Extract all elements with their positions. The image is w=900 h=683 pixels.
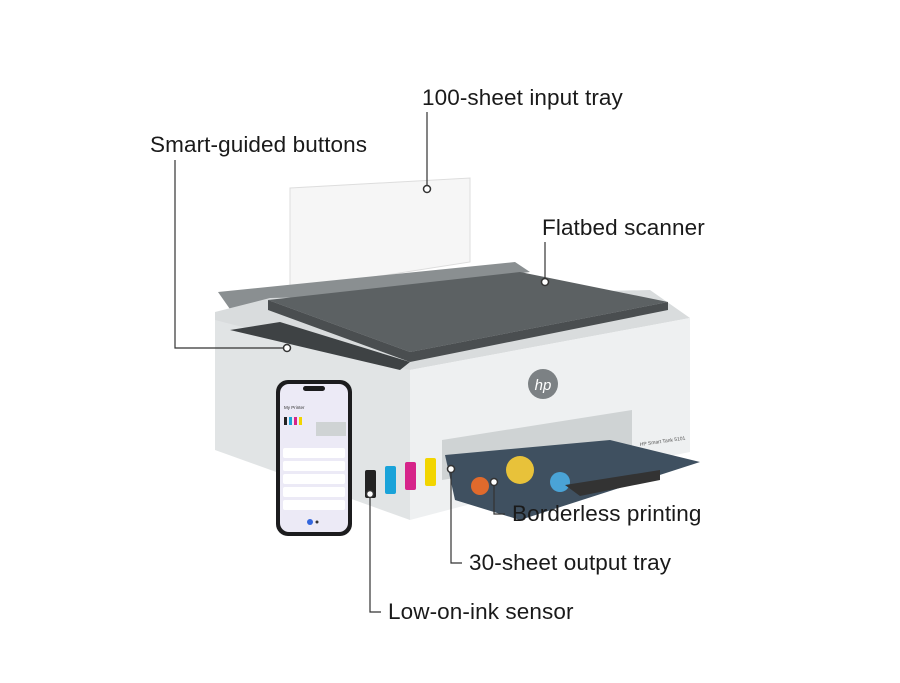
ink-tank-magenta bbox=[405, 462, 416, 490]
smartphone: My Printer bbox=[276, 380, 352, 536]
lid-edge bbox=[268, 300, 668, 362]
printed-sheet bbox=[445, 440, 700, 520]
scanner-lid bbox=[268, 272, 668, 352]
line-borderless bbox=[493, 485, 505, 515]
line-output-tray bbox=[450, 472, 462, 564]
hp-logo-circle bbox=[528, 369, 558, 399]
control-panel bbox=[230, 322, 410, 370]
dot-borderless bbox=[489, 477, 499, 487]
dot-ink-sensor bbox=[365, 489, 375, 499]
input-paper bbox=[289, 177, 471, 291]
callout-dots bbox=[282, 184, 550, 499]
output-tray bbox=[565, 470, 660, 496]
dot-scanner bbox=[540, 277, 550, 287]
line-ink-sensor bbox=[369, 497, 381, 613]
callout-borderless: Borderless printing bbox=[512, 501, 702, 526]
dot-output-tray bbox=[446, 464, 456, 474]
dot-input-tray bbox=[422, 184, 432, 194]
hp-logo: hp bbox=[535, 377, 552, 394]
callout-scanner: Flatbed scanner bbox=[542, 215, 705, 240]
callout-input-tray: 100-sheet input tray bbox=[422, 85, 623, 110]
dot-buttons bbox=[282, 343, 292, 353]
callout-output-tray: 30-sheet output tray bbox=[469, 550, 672, 575]
ink-tank-cyan bbox=[385, 466, 396, 494]
ink-tank-yellow bbox=[425, 458, 436, 486]
callout-buttons: Smart-guided buttons bbox=[150, 132, 368, 157]
callout-lines bbox=[174, 112, 546, 613]
callout-ink-sensor: Low-on-ink sensor bbox=[388, 599, 574, 624]
phone-title: My Printer bbox=[284, 405, 305, 410]
line-buttons bbox=[174, 160, 284, 349]
